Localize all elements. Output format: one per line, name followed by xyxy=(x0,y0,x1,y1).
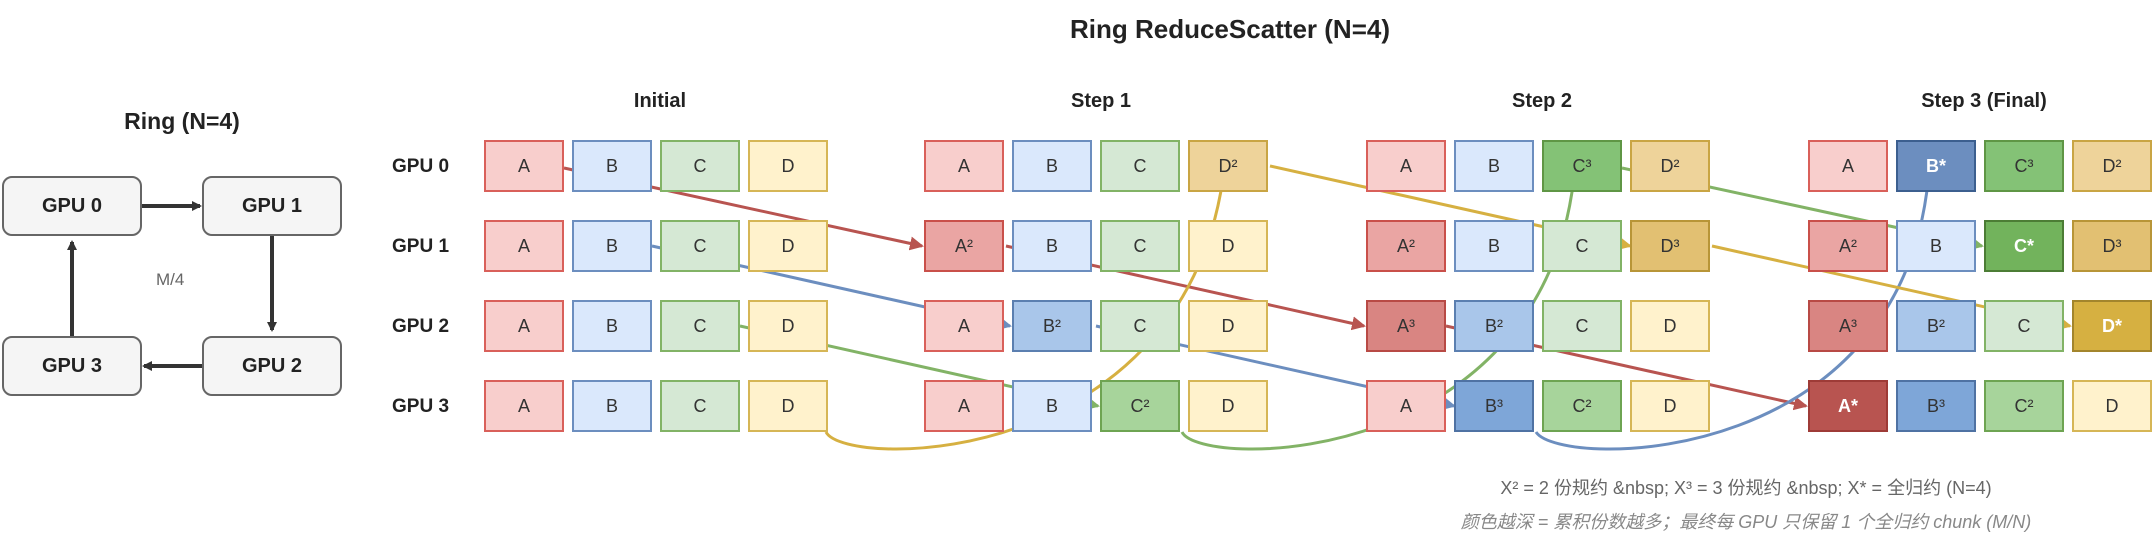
chunk-step0-gpu0-a: A xyxy=(484,140,564,192)
chunk-step0-gpu2-c: C xyxy=(660,300,740,352)
gpu-row-label-1: GPU 1 xyxy=(392,236,450,257)
chunk-step3-gpu2-b: B² xyxy=(1896,300,1976,352)
chunk-step2-gpu2-b: B² xyxy=(1454,300,1534,352)
chunk-step3-gpu2-c: C xyxy=(1984,300,2064,352)
chunk-step1-gpu0-d: D² xyxy=(1188,140,1268,192)
chunk-step3-gpu1-b: B xyxy=(1896,220,1976,272)
chunk-step1-gpu3-c: C² xyxy=(1100,380,1180,432)
chunk-step2-gpu1-d: D³ xyxy=(1630,220,1710,272)
chunk-step3-gpu0-c: C³ xyxy=(1984,140,2064,192)
gpu-row-label-0: GPU 0 xyxy=(392,156,450,177)
gpu-row-label-3: GPU 3 xyxy=(392,396,450,417)
chunk-step2-gpu3-c: C² xyxy=(1542,380,1622,432)
chunk-step2-gpu1-c: C xyxy=(1542,220,1622,272)
chunk-step3-gpu0-b: B* xyxy=(1896,140,1976,192)
chunk-step2-gpu0-a: A xyxy=(1366,140,1446,192)
chunk-step2-gpu0-c: C³ xyxy=(1542,140,1622,192)
ring-node-gpu0: GPU 0 xyxy=(2,176,142,236)
chunk-step3-gpu1-c: C* xyxy=(1984,220,2064,272)
chunk-step0-gpu2-b: B xyxy=(572,300,652,352)
chunk-step2-gpu2-a: A³ xyxy=(1366,300,1446,352)
ring-edge-label: M/4 xyxy=(156,270,185,289)
chunk-step0-gpu2-d: D xyxy=(748,300,828,352)
chunk-step1-gpu3-a: A xyxy=(924,380,1004,432)
chunk-step0-gpu0-d: D xyxy=(748,140,828,192)
chunk-step0-gpu3-a: A xyxy=(484,380,564,432)
legend-note: X² = 2 份规约 &nbsp; X³ = 3 份规约 &nbsp; X* =… xyxy=(1500,478,1992,498)
chunk-step0-gpu0-c: C xyxy=(660,140,740,192)
main-title: Ring ReduceScatter (N=4) xyxy=(1069,14,1391,44)
chunk-step1-gpu2-b: B² xyxy=(1012,300,1092,352)
chunk-step3-gpu0-d: D² xyxy=(2072,140,2152,192)
chunk-step1-gpu2-a: A xyxy=(924,300,1004,352)
chunk-step1-gpu3-d: D xyxy=(1188,380,1268,432)
ring-edges xyxy=(67,201,277,371)
step-title-step2: Step 2 xyxy=(1511,90,1573,112)
chunk-step2-gpu1-b: B xyxy=(1454,220,1534,272)
chunk-step1-gpu0-c: C xyxy=(1100,140,1180,192)
chunk-step0-gpu3-c: C xyxy=(660,380,740,432)
chunk-step2-gpu2-d: D xyxy=(1630,300,1710,352)
chunk-step2-gpu3-b: B³ xyxy=(1454,380,1534,432)
chunk-step1-gpu1-b: B xyxy=(1012,220,1092,272)
chunk-step2-gpu0-d: D² xyxy=(1630,140,1710,192)
chunk-step2-gpu3-a: A xyxy=(1366,380,1446,432)
chunk-step1-gpu1-a: A² xyxy=(924,220,1004,272)
chunk-step0-gpu1-b: B xyxy=(572,220,652,272)
chunk-step3-gpu1-d: D³ xyxy=(2072,220,2152,272)
chunk-step3-gpu2-a: A³ xyxy=(1808,300,1888,352)
step-title-step1: Step 1 xyxy=(1070,90,1132,112)
chunk-step3-gpu1-a: A² xyxy=(1808,220,1888,272)
chunk-step1-gpu1-d: D xyxy=(1188,220,1268,272)
chunk-step0-gpu3-d: D xyxy=(748,380,828,432)
ring-node-gpu3: GPU 3 xyxy=(2,336,142,396)
chunk-step3-gpu3-c: C² xyxy=(1984,380,2064,432)
step-title-initial: Initial xyxy=(633,90,687,112)
chunk-step1-gpu2-c: C xyxy=(1100,300,1180,352)
gpu-row-label-2: GPU 2 xyxy=(392,316,450,337)
chunk-step1-gpu2-d: D xyxy=(1188,300,1268,352)
ring-node-gpu1: GPU 1 xyxy=(202,176,342,236)
chunk-step3-gpu2-d: D* xyxy=(2072,300,2152,352)
chunk-step2-gpu2-c: C xyxy=(1542,300,1622,352)
chunk-step3-gpu3-b: B³ xyxy=(1896,380,1976,432)
chunk-step1-gpu3-b: B xyxy=(1012,380,1092,432)
chunk-step1-gpu0-b: B xyxy=(1012,140,1092,192)
chunk-step0-gpu2-a: A xyxy=(484,300,564,352)
chunk-step2-gpu3-d: D xyxy=(1630,380,1710,432)
chunk-step0-gpu1-a: A xyxy=(484,220,564,272)
step-title-step3: Step 3 (Final) xyxy=(1921,90,2047,112)
ring-title: Ring (N=4) xyxy=(124,108,240,134)
chunk-step1-gpu1-c: C xyxy=(1100,220,1180,272)
chunk-step3-gpu3-a: A* xyxy=(1808,380,1888,432)
footnote: 颜色越深 = 累积份数越多；最终每 GPU 只保留 1 个全归约 chunk (… xyxy=(1460,512,2032,532)
chunk-step3-gpu3-d: D xyxy=(2072,380,2152,432)
chunk-step2-gpu1-a: A² xyxy=(1366,220,1446,272)
chunk-step0-gpu0-b: B xyxy=(572,140,652,192)
chunk-step0-gpu3-b: B xyxy=(572,380,652,432)
chunk-step3-gpu0-a: A xyxy=(1808,140,1888,192)
chunk-step1-gpu0-a: A xyxy=(924,140,1004,192)
chunk-step2-gpu0-b: B xyxy=(1454,140,1534,192)
chunk-step0-gpu1-c: C xyxy=(660,220,740,272)
ring-node-gpu2: GPU 2 xyxy=(202,336,342,396)
chunk-step0-gpu1-d: D xyxy=(748,220,828,272)
